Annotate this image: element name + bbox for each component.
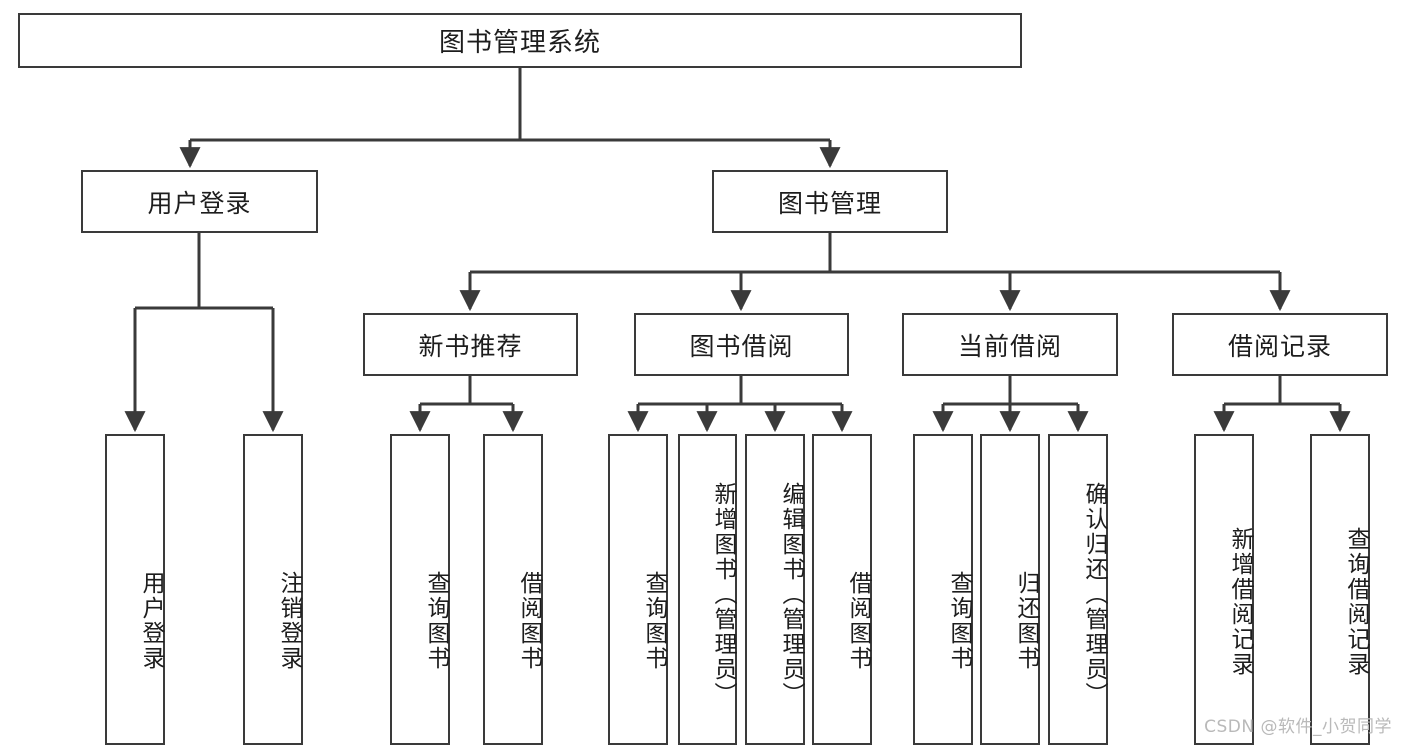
node-leaf-confirm-return[interactable]: 确认归还（管理员） [1048, 434, 1108, 745]
node-leaf-confirm-return-label: 确认归还（管理员） [1081, 482, 1107, 707]
node-root-label: 图书管理系统 [438, 28, 601, 58]
node-leaf-add-book[interactable]: 新增图书（管理员） [678, 434, 737, 745]
node-leaf-borrow-book-2-label: 借阅图书 [845, 570, 871, 671]
node-new-book-recommend-label: 新书推荐 [418, 331, 523, 361]
node-user-login[interactable]: 用户登录 [81, 170, 318, 233]
node-leaf-logout[interactable]: 注销登录 [243, 434, 303, 745]
node-leaf-query-record-label: 查询借阅记录 [1343, 527, 1369, 677]
node-leaf-edit-book[interactable]: 编辑图书（管理员） [745, 434, 805, 745]
node-leaf-logout-label: 注销登录 [276, 570, 302, 671]
node-leaf-borrow-book-1[interactable]: 借阅图书 [483, 434, 543, 745]
node-leaf-query-book-2-label: 查询图书 [641, 570, 667, 671]
node-leaf-borrow-book-1-label: 借阅图书 [516, 570, 542, 671]
node-user-login-label: 用户登录 [147, 188, 252, 218]
node-leaf-edit-book-label: 编辑图书（管理员） [778, 482, 804, 707]
node-book-borrow[interactable]: 图书借阅 [634, 313, 849, 376]
node-book-manage-label: 图书管理 [777, 188, 882, 218]
node-leaf-return-book[interactable]: 归还图书 [980, 434, 1040, 745]
node-current-borrow[interactable]: 当前借阅 [902, 313, 1118, 376]
node-leaf-query-record[interactable]: 查询借阅记录 [1310, 434, 1370, 745]
node-book-borrow-label: 图书借阅 [689, 331, 794, 361]
node-leaf-return-book-label: 归还图书 [1013, 570, 1039, 671]
node-leaf-add-book-label: 新增图书（管理员） [710, 482, 736, 707]
node-borrow-record-label: 借阅记录 [1227, 331, 1332, 361]
node-leaf-query-book-2[interactable]: 查询图书 [608, 434, 668, 745]
node-leaf-query-book-3[interactable]: 查询图书 [913, 434, 973, 745]
node-leaf-query-book-1[interactable]: 查询图书 [390, 434, 450, 745]
node-current-borrow-label: 当前借阅 [957, 331, 1062, 361]
node-leaf-add-record[interactable]: 新增借阅记录 [1194, 434, 1254, 745]
node-leaf-query-book-3-label: 查询图书 [946, 570, 972, 671]
node-new-book-recommend[interactable]: 新书推荐 [363, 313, 578, 376]
node-leaf-borrow-book-2[interactable]: 借阅图书 [812, 434, 872, 745]
node-leaf-user-login[interactable]: 用户登录 [105, 434, 165, 745]
node-leaf-user-login-label: 用户登录 [138, 570, 164, 671]
node-borrow-record[interactable]: 借阅记录 [1172, 313, 1388, 376]
node-leaf-query-book-1-label: 查询图书 [423, 570, 449, 671]
node-leaf-add-record-label: 新增借阅记录 [1227, 527, 1253, 677]
node-book-manage[interactable]: 图书管理 [712, 170, 948, 233]
node-root[interactable]: 图书管理系统 [18, 13, 1022, 68]
